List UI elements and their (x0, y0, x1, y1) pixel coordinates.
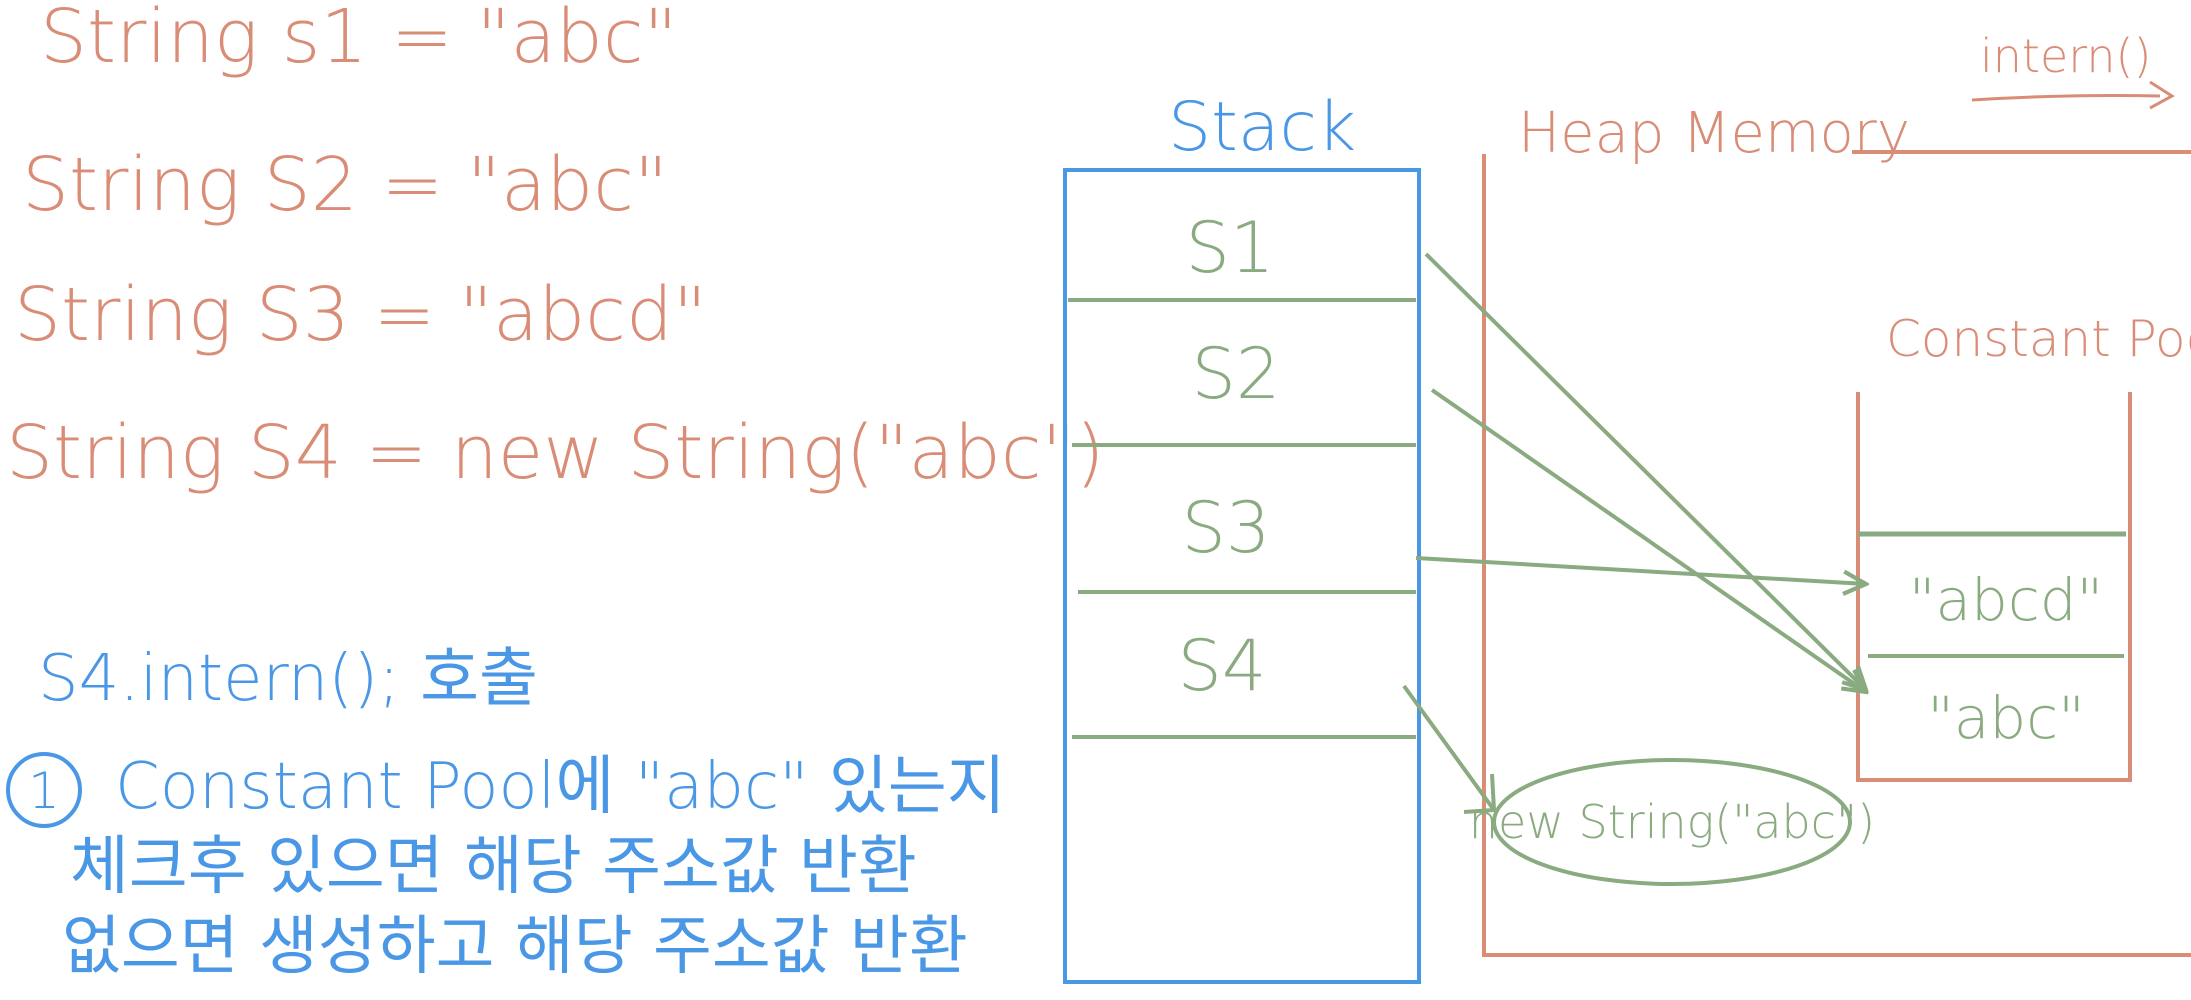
code-line-s1: String s1 = "abc" (40, 0, 678, 80)
new-object-ellipse (1492, 758, 1852, 886)
intern-label: intern() (1980, 29, 2151, 83)
reference-arrows (1402, 252, 1866, 814)
intern-notes: S4.intern(); 호출 1 Constant Pool에 "abc" 있… (6, 642, 1006, 984)
stack-slot-s1: S1 (1186, 207, 1275, 289)
pool-item-abcd: "abcd" (1909, 566, 2103, 634)
stack-slot-s3: S3 (1182, 487, 1271, 569)
code-line-s2: String S2 = "abc" (22, 142, 668, 228)
arrow-s2-to-abc (1430, 388, 1866, 692)
arrow-s3-to-abcd (1415, 556, 1866, 584)
arrow-s1-to-abc (1424, 252, 1866, 690)
stack-slot-s2: S2 (1192, 333, 1281, 415)
stack-slot-s4: S4 (1178, 625, 1267, 707)
code-line-s3: String S3 = "abcd" (14, 272, 707, 358)
stack-title: Stack (1168, 88, 1356, 167)
new-string-object: new String("abc") (1469, 758, 1875, 886)
intern-arrow-icon (2149, 80, 2175, 110)
heap-title: Heap Memory (1518, 101, 1910, 166)
step-number-circle (6, 752, 82, 828)
constant-pool-title: Constant Pool (1886, 310, 2191, 368)
heap-memory: Heap Memory intern() Constant Pool "abcd… (1469, 29, 2191, 957)
arrow-s4-head (1463, 773, 1497, 814)
code-block: String s1 = "abc" String S2 = "abc" Stri… (6, 0, 1104, 496)
new-object-label: new String("abc") (1469, 795, 1875, 849)
note-step-line-3: 없으면 생성하고 해당 주소값 반환 (62, 910, 968, 984)
heap-frame (1482, 150, 2191, 957)
note-step-line-1: Constant Pool에 "abc" 있는지 (115, 750, 1006, 824)
stack-frame (1063, 168, 1421, 984)
stack: Stack S1 S2 S3 S4 (1063, 88, 1421, 984)
code-line-s4: String S4 = new String("abc") (6, 410, 1104, 496)
arrow-s4-to-new-object (1402, 684, 1496, 812)
intern-underline (1971, 94, 2161, 102)
note-call-line: S4.intern(); 호출 (38, 642, 538, 716)
pool-item-abc: "abc" (1927, 684, 2085, 752)
note-step-line-2: 체크후 있으면 해당 주소값 반환 (70, 830, 917, 904)
step-number: 1 (28, 762, 60, 820)
constant-pool: Constant Pool "abcd" "abc" (1856, 310, 2191, 782)
